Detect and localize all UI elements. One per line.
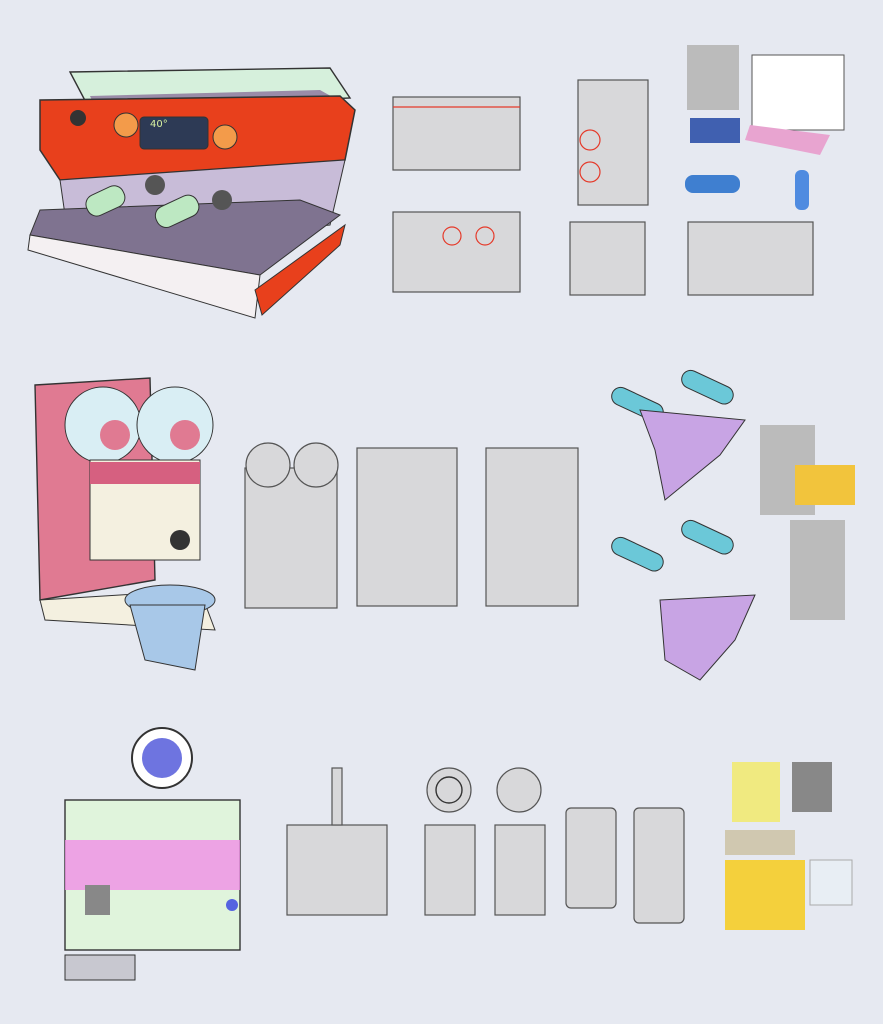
espresso-reference-collage [685,45,845,210]
drink-dispenser-reference-collage [725,762,853,930]
cup-sealer-orthographic-views [244,442,579,609]
espresso-machine-illustration [27,67,356,319]
cup-sealer-illustration [34,377,216,671]
cup-sealer-mechanism-sketches [611,369,855,681]
espresso-display-temp: 40° [150,119,168,130]
drink-dispenser-illustration [64,727,241,981]
espresso-orthographic-views [392,79,814,296]
drink-dispenser-orthographic-views [286,767,685,924]
